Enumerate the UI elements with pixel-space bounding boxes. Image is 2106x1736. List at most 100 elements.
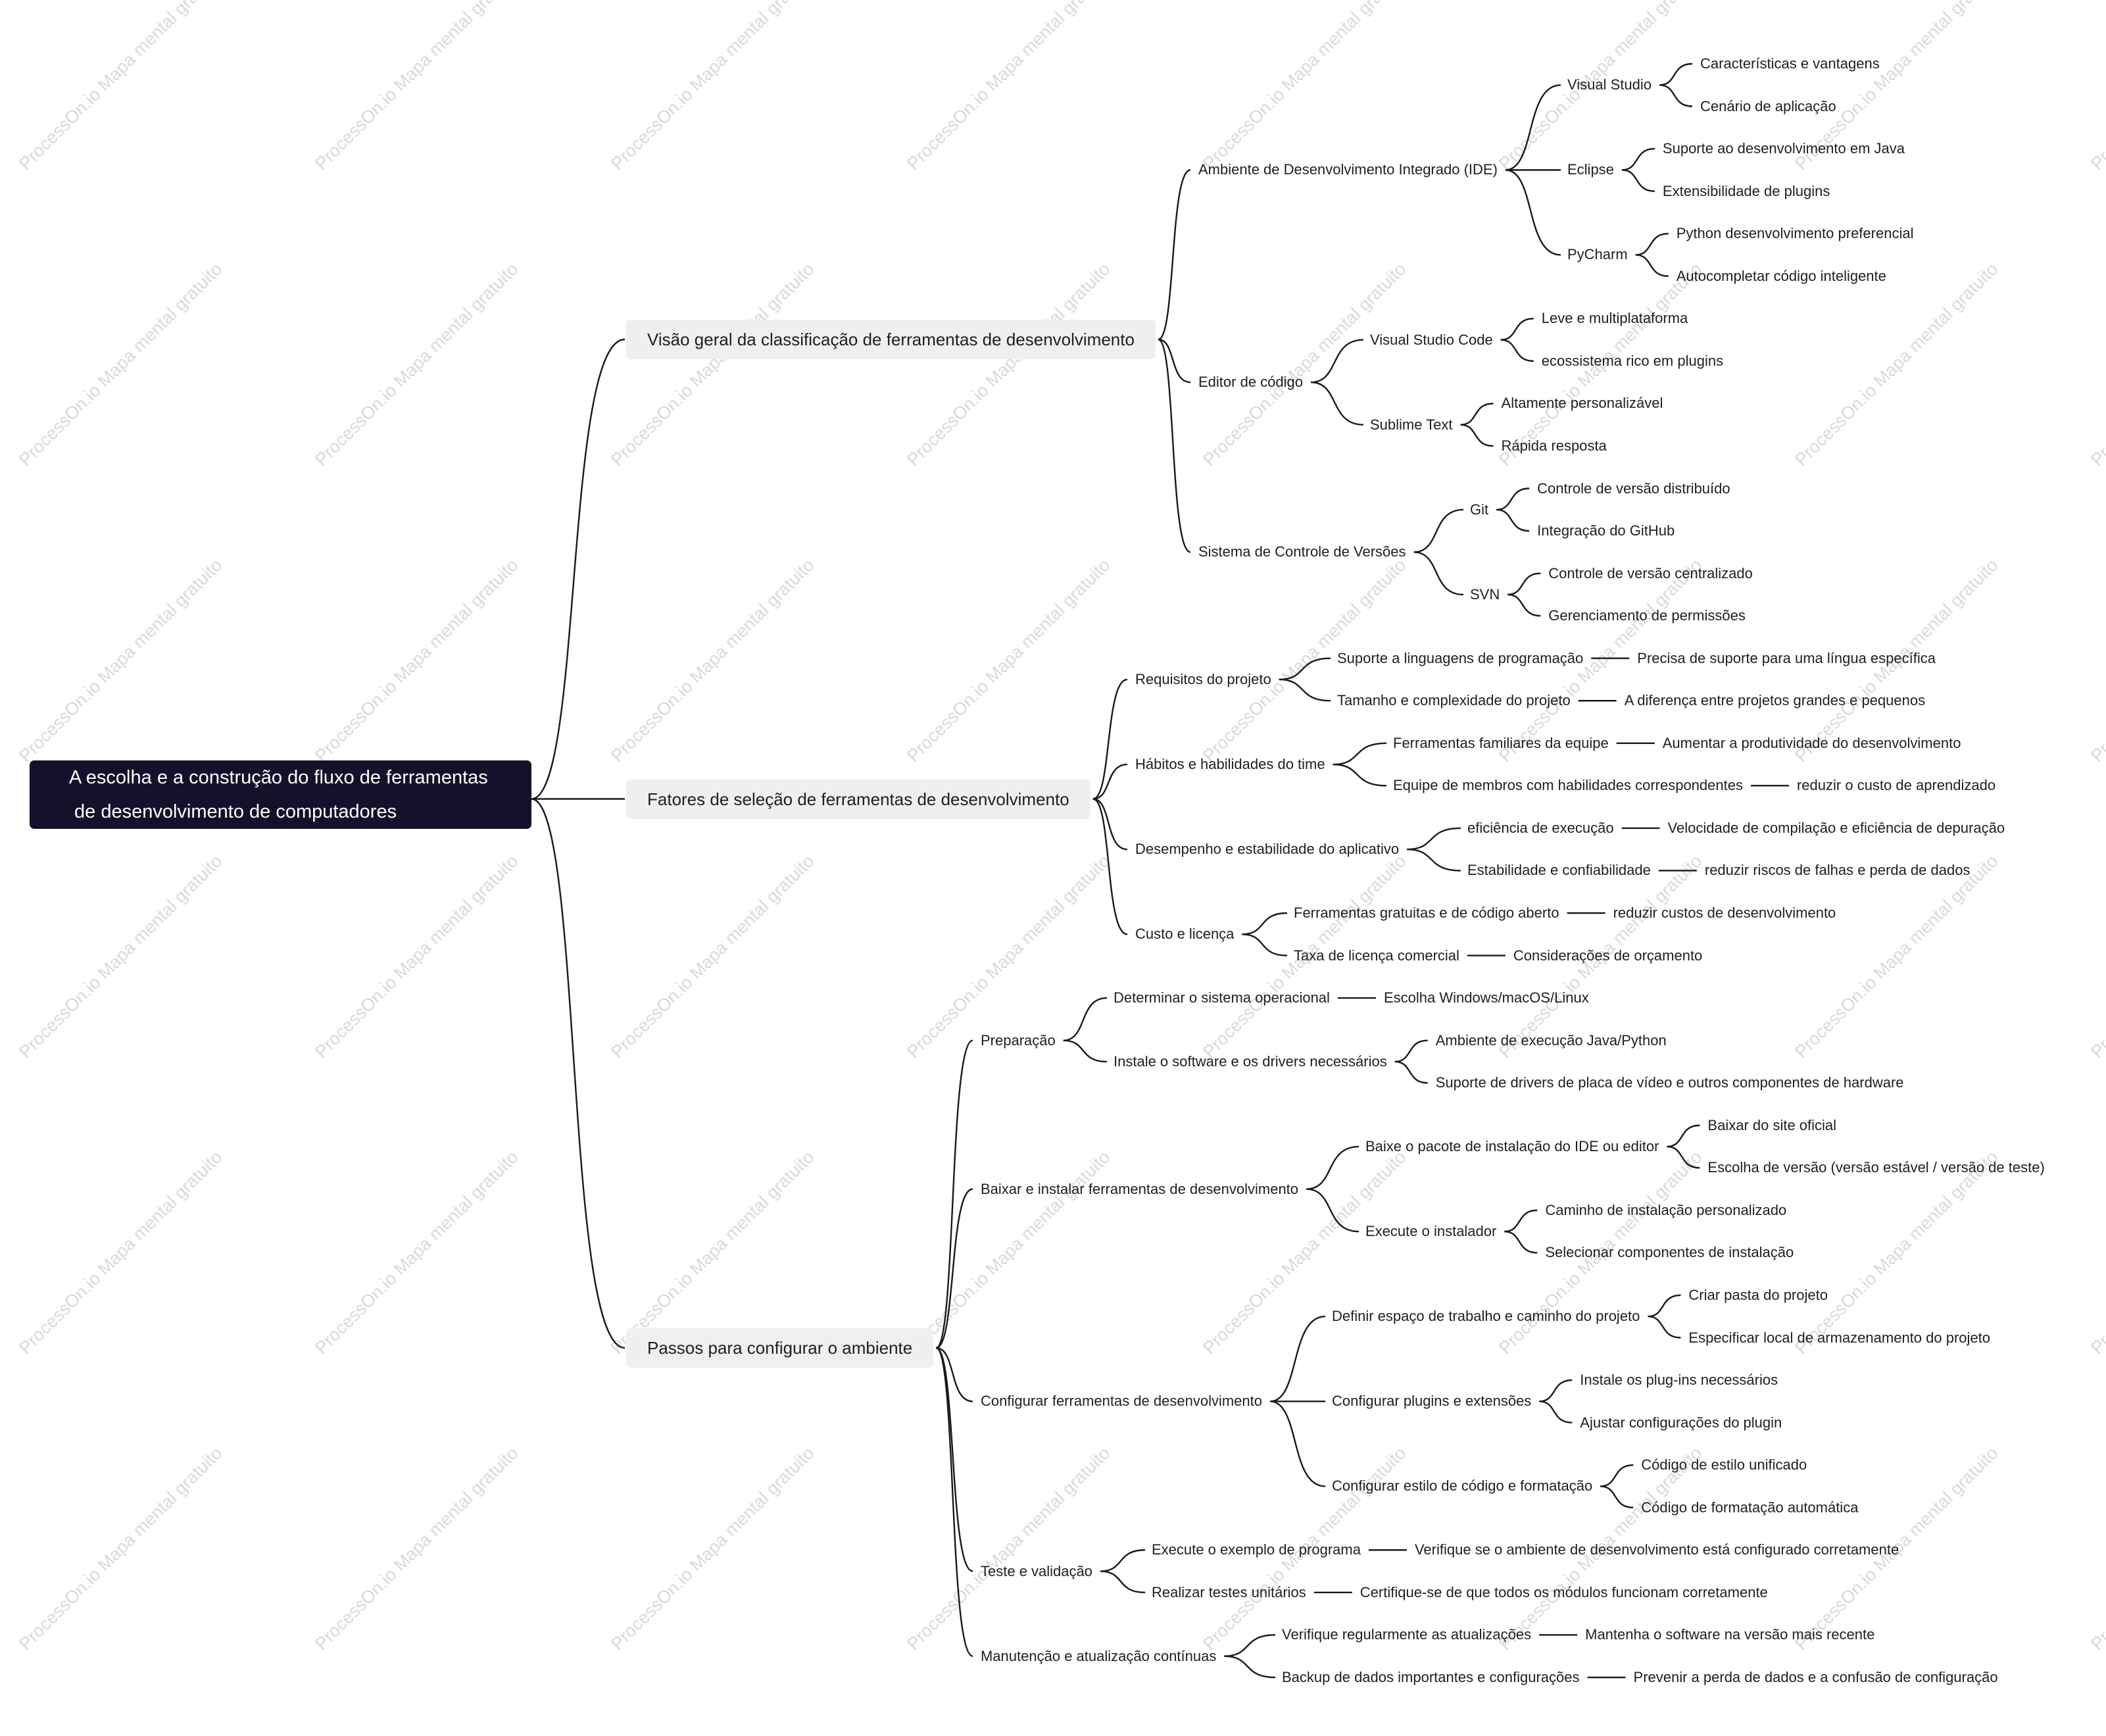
connector-line [935, 1039, 973, 1349]
detail-node[interactable]: Certifique-se de que todos os módulos fu… [1359, 1583, 1768, 1600]
detail-node[interactable]: Integração do GitHub [1537, 522, 1675, 539]
topic-node[interactable]: Editor de código [1198, 374, 1303, 391]
subtopic-node[interactable]: Ferramentas familiares da equipe [1393, 734, 1609, 751]
subtopic-node[interactable]: PyCharm [1567, 246, 1628, 263]
detail-node[interactable]: Prevenir a perda de dados e a confusão d… [1633, 1668, 1998, 1685]
subtopic-node[interactable]: Equipe de membros com habilidades corres… [1393, 777, 1743, 794]
detail-node[interactable]: Python desenvolvimento preferencial [1676, 225, 1914, 242]
detail-node[interactable]: Escolha Windows/macOS/Linux [1383, 989, 1589, 1006]
subtopic-node[interactable]: Definir espaço de trabalho e caminho do … [1332, 1308, 1640, 1325]
topic-node[interactable]: Baixar e instalar ferramentas de desenvo… [981, 1180, 1299, 1197]
detail-node[interactable]: Características e vantagens [1700, 55, 1880, 72]
subtopic-node[interactable]: Suporte a linguagens de programação [1337, 649, 1584, 666]
detail-node[interactable]: Rápida resposta [1501, 437, 1607, 454]
connector-line [1413, 551, 1464, 596]
subtopic-node[interactable]: Taxa de licença comercial [1294, 947, 1459, 964]
subtopic-node[interactable]: Backup de dados importantes e configuraç… [1282, 1668, 1580, 1685]
topic-node[interactable]: Custo e licença [1135, 926, 1235, 943]
detail-node[interactable]: reduzir custos de desenvolvimento [1613, 905, 1836, 921]
subtopic-node[interactable]: Baixe o pacote de instalação do IDE ou e… [1365, 1138, 1659, 1155]
topic-node[interactable]: Teste e validação [981, 1562, 1092, 1579]
topic-node[interactable]: Configurar ferramentas de desenvolviment… [981, 1393, 1263, 1410]
subtopic-node[interactable]: Determinar o sistema operacional [1114, 989, 1330, 1006]
detail-node[interactable]: Suporte ao desenvolvimento em Java [1662, 140, 1905, 157]
connector-line [1504, 1230, 1538, 1254]
root-title-line-1: A escolha e a construção do fluxo de fer… [69, 767, 488, 788]
subtopic-node[interactable]: Execute o exemplo de programa [1152, 1541, 1361, 1558]
subtopic-node[interactable]: eficiência de execução [1467, 819, 1614, 836]
detail-node[interactable]: Mantenha o software na versão mais recen… [1585, 1626, 1875, 1643]
connector-line [1539, 1401, 1573, 1424]
connector-line [1635, 233, 1669, 256]
detail-node[interactable]: Gerenciamento de permissões [1548, 607, 1746, 624]
detail-node[interactable]: Autocompletar código inteligente [1676, 267, 1886, 284]
detail-node[interactable]: Código de estilo unificado [1641, 1456, 1807, 1474]
connector-line [1507, 593, 1541, 617]
subtopic-node[interactable]: Configurar estilo de código e formatação [1332, 1477, 1593, 1495]
detail-node[interactable]: Verifique se o ambiente de desenvolvimen… [1414, 1541, 1899, 1558]
detail-node[interactable]: Aumentar a produtividade do desenvolvime… [1662, 734, 1961, 751]
detail-node[interactable]: Ambiente de execução Java/Python [1435, 1031, 1667, 1049]
connector-line [1333, 742, 1387, 766]
subtopic-node[interactable]: Instale o software e os drivers necessár… [1114, 1053, 1387, 1070]
detail-node[interactable]: Controle de versão centralizado [1548, 564, 1753, 582]
subtopic-node[interactable]: Estabilidade e confiabilidade [1467, 862, 1651, 879]
detail-node[interactable]: Extensibilidade de plugins [1662, 182, 1830, 199]
connector-line [1648, 1294, 1681, 1318]
detail-node[interactable]: Suporte de drivers de placa de vídeo e o… [1435, 1074, 1904, 1091]
topic-node[interactable]: Preparação [981, 1031, 1056, 1049]
connector-line [531, 798, 625, 1349]
detail-node[interactable]: Instale os plug-ins necessários [1580, 1372, 1778, 1389]
topic-node[interactable]: Manutenção e atualização contínuas [981, 1647, 1217, 1664]
subtopic-node[interactable]: Configurar plugins e extensões [1332, 1393, 1532, 1410]
subtopic-node[interactable]: Ferramentas gratuitas e de código aberto [1294, 905, 1559, 921]
subtopic-node[interactable]: Visual Studio [1567, 76, 1652, 93]
root-node[interactable]: A escolha e a construção do fluxo de fer… [30, 760, 531, 829]
branch-node-1[interactable]: Visão geral da classificação de ferramen… [626, 320, 1156, 359]
connector-line [1306, 1145, 1359, 1190]
topic-node[interactable]: Hábitos e habilidades do time [1135, 756, 1325, 773]
detail-node[interactable]: Baixar do site oficial [1707, 1116, 1837, 1133]
detail-node[interactable]: Selecionar componentes de instalação [1545, 1244, 1794, 1261]
connector-line [1092, 678, 1128, 800]
detail-node[interactable]: Leve e multiplataforma [1541, 310, 1688, 327]
detail-node[interactable]: Velocidade de compilação e eficiência de… [1667, 819, 2005, 836]
connector-line [1279, 657, 1331, 681]
subtopic-node[interactable]: Verifique regularmente as atualizações [1282, 1626, 1532, 1643]
connector-line [1092, 763, 1128, 800]
detail-node[interactable]: Considerações de orçamento [1513, 947, 1703, 964]
connector-line [1407, 848, 1461, 872]
topic-node[interactable]: Requisitos do projeto [1135, 670, 1271, 687]
subtopic-node[interactable]: Eclipse [1567, 161, 1614, 178]
detail-node[interactable]: reduzir riscos de falhas e perda de dado… [1704, 862, 1971, 879]
detail-node[interactable]: Controle de versão distribuído [1537, 480, 1730, 497]
detail-node[interactable]: Ajustar configurações do plugin [1580, 1414, 1782, 1431]
subtopic-node[interactable]: Realizar testes unitários [1152, 1583, 1306, 1600]
detail-node[interactable]: ecossistema rico em plugins [1541, 352, 1724, 369]
detail-node[interactable]: Código de formatação automática [1641, 1499, 1859, 1516]
detail-node[interactable]: reduzir o custo de aprendizado [1796, 777, 1996, 794]
detail-node[interactable]: A diferença entre projetos grandes e peq… [1624, 692, 1926, 709]
subtopic-node[interactable]: Tamanho e complexidade do projeto [1337, 692, 1571, 709]
subtopic-node[interactable]: SVN [1470, 585, 1500, 603]
branch-node-2[interactable]: Fatores de seleção de ferramentas de des… [626, 779, 1090, 819]
topic-node[interactable]: Ambiente de Desenvolvimento Integrado (I… [1198, 161, 1498, 178]
subtopic-node[interactable]: Visual Studio Code [1370, 331, 1493, 348]
topic-node[interactable]: Desempenho e estabilidade do aplicativo [1135, 841, 1400, 858]
subtopic-node[interactable]: Sublime Text [1370, 416, 1453, 433]
detail-node[interactable]: Cenário de aplicação [1700, 97, 1836, 114]
detail-node[interactable]: Criar pasta do projeto [1688, 1286, 1828, 1303]
connector-line [1063, 1039, 1108, 1063]
detail-node[interactable]: Precisa de suporte para uma língua espec… [1637, 649, 1936, 666]
connector-line [1333, 763, 1387, 787]
detail-node[interactable]: Caminho de instalação personalizado [1545, 1201, 1787, 1218]
detail-node[interactable]: Especificar local de armazenamento do pr… [1688, 1329, 1990, 1346]
detail-node[interactable]: Escolha de versão (versão estável / vers… [1707, 1159, 2045, 1176]
connector-line [1242, 933, 1288, 956]
branch-node-3[interactable]: Passos para configurar o ambiente [626, 1328, 934, 1368]
detail-node[interactable]: Altamente personalizável [1501, 395, 1663, 412]
subtopic-node[interactable]: Git [1470, 501, 1489, 518]
topic-node[interactable]: Sistema de Controle de Versões [1198, 543, 1406, 560]
subtopic-node[interactable]: Execute o instalador [1365, 1223, 1497, 1240]
